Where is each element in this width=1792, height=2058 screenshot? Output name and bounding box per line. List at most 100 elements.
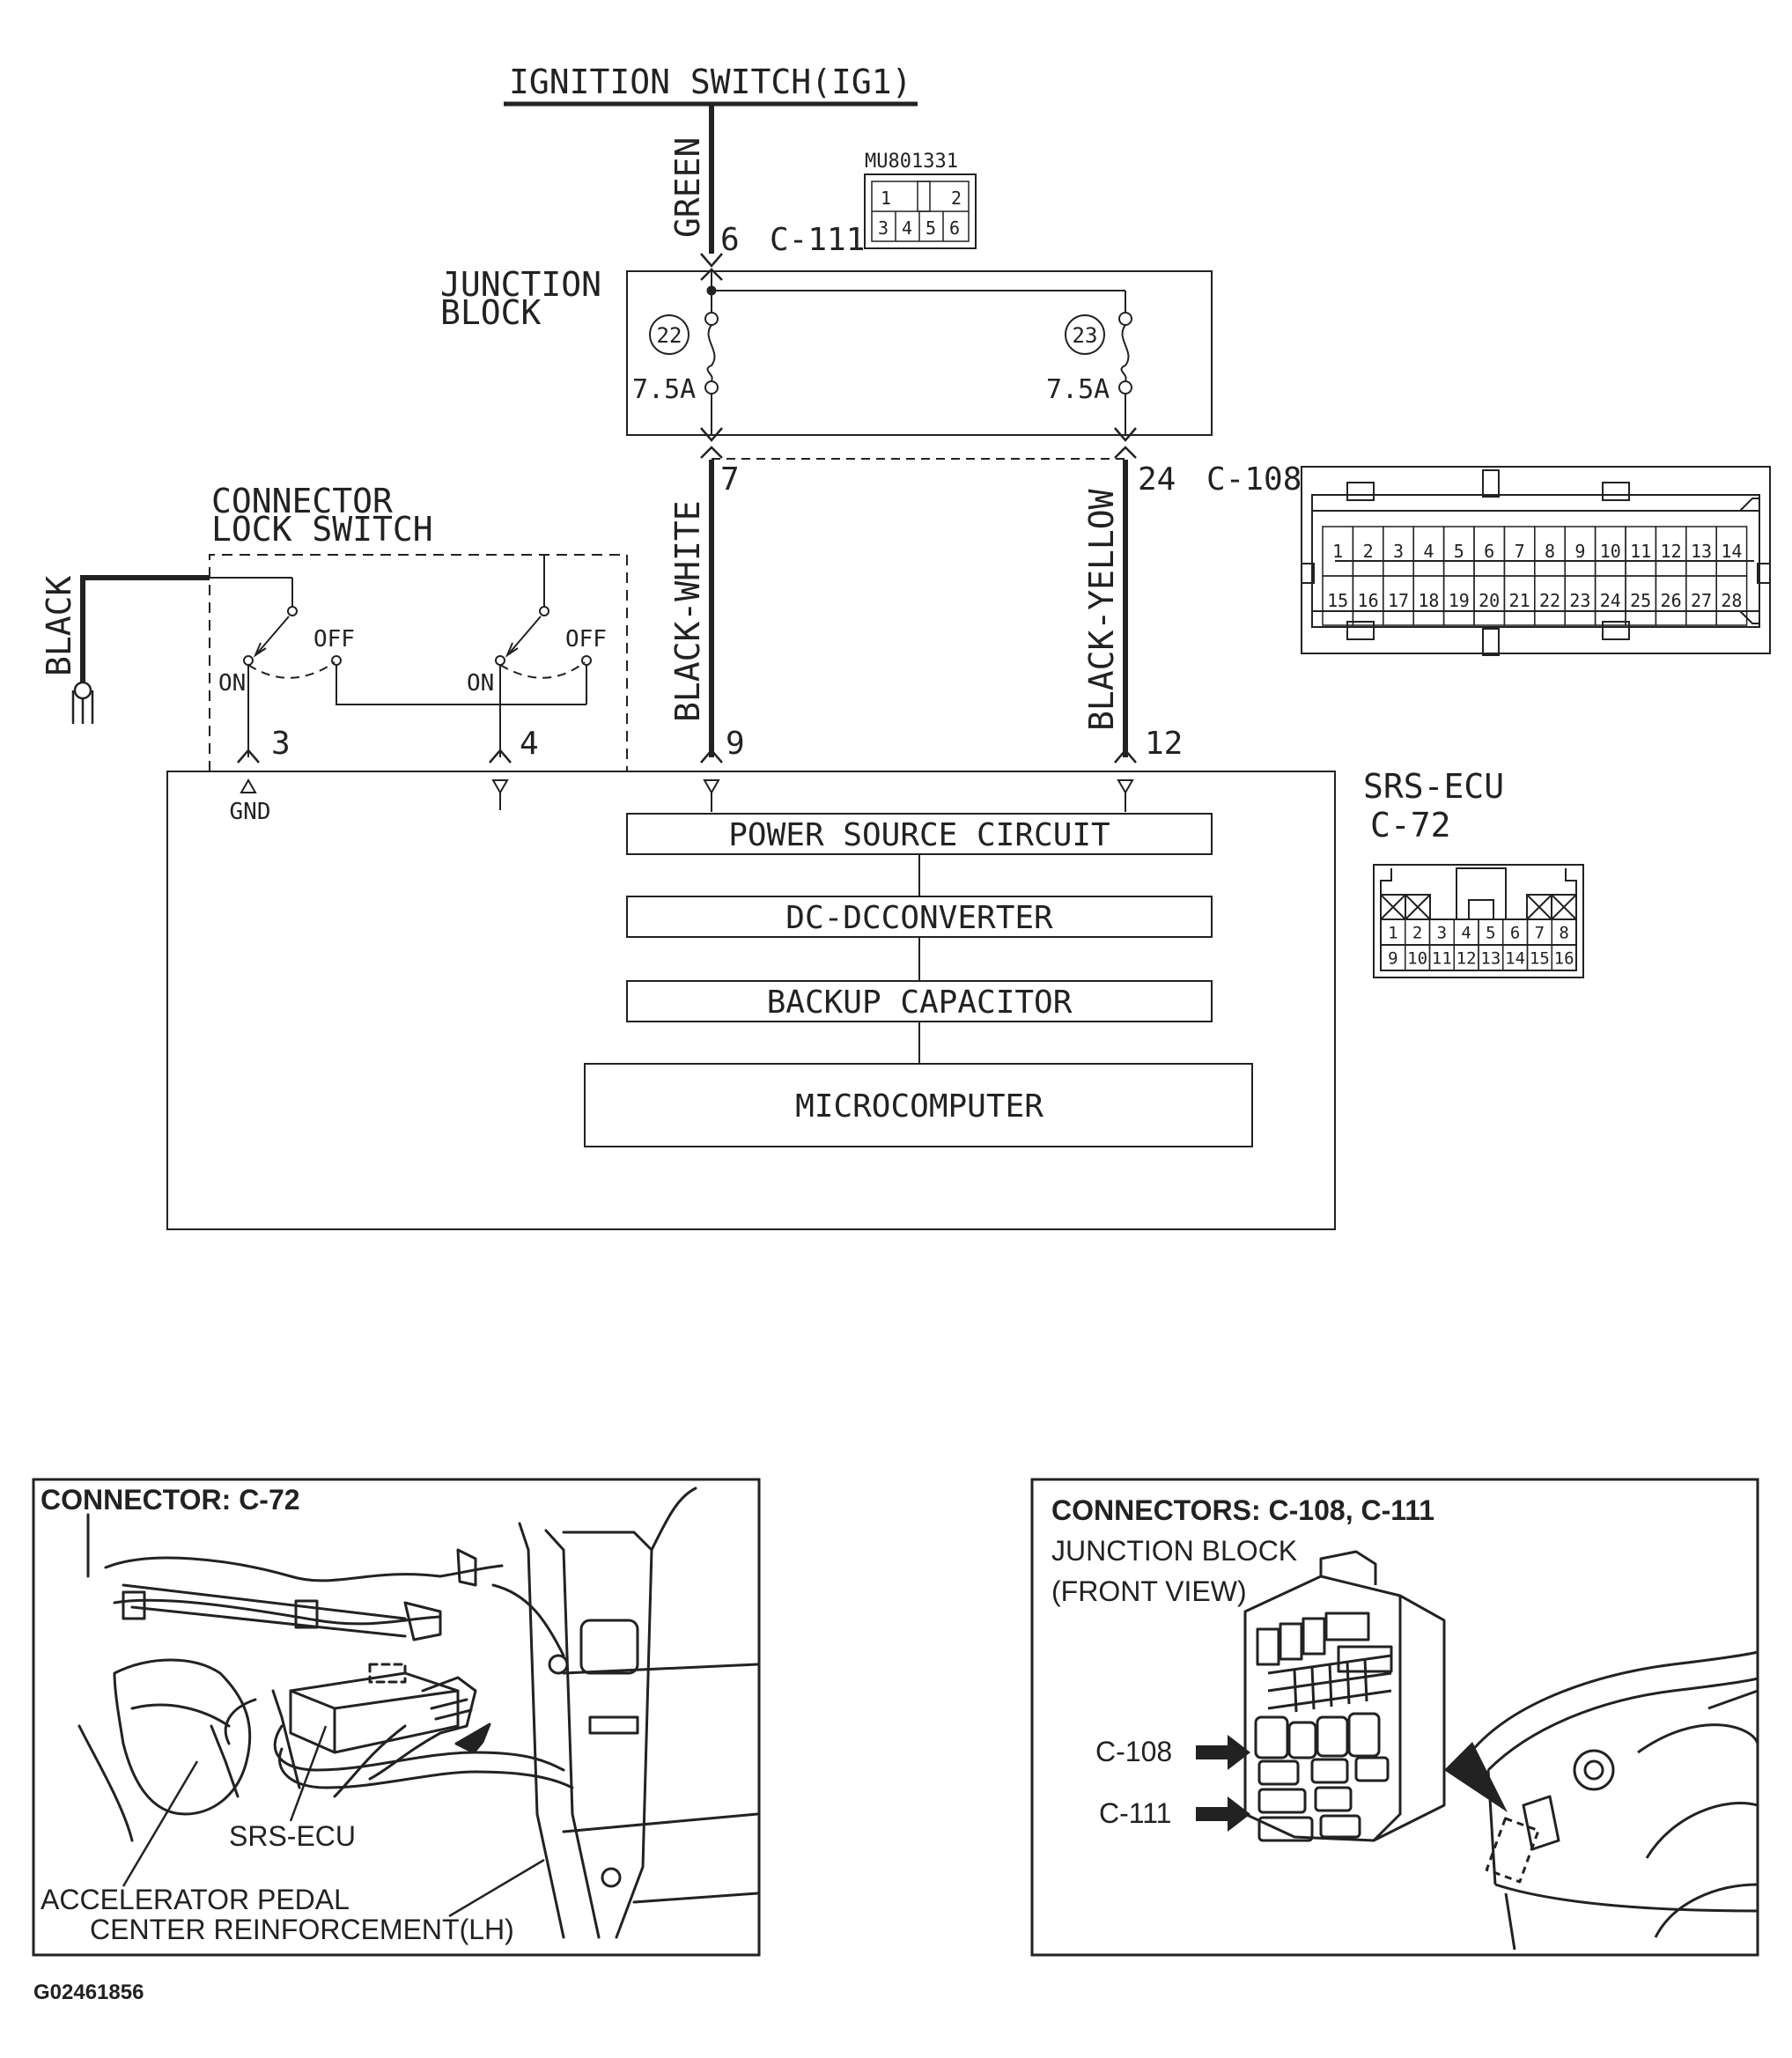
lock-switch-contact-2: [495, 555, 592, 757]
c108-pin-27: 27: [1691, 590, 1712, 611]
c108-pin-24-chevron: [1114, 446, 1137, 459]
switch-2-on: ON: [467, 670, 494, 697]
c72-pin-16: 16: [1554, 948, 1574, 968]
c72-pin-4-chevron: [489, 749, 512, 763]
c72-pin-5: 5: [1486, 923, 1495, 942]
c111-id: C-111: [770, 222, 865, 258]
microcomputer-label: MICROCOMPUTER: [795, 1088, 1043, 1125]
c72-pin-12: 12: [1456, 948, 1477, 968]
junction-block-illustration: [1243, 1550, 1759, 1951]
c72-pin-13: 13: [1480, 948, 1501, 968]
switch-2-off: OFF: [565, 626, 607, 653]
pin-12-input-triangle: [1117, 779, 1134, 795]
power-source-label: POWER SOURCE CIRCUIT: [728, 817, 1110, 853]
c108-pin-17: 17: [1388, 590, 1409, 611]
inset-c72-title: CONNECTOR: C-72: [41, 1484, 300, 1516]
c111-pin-number: 6: [720, 222, 740, 258]
fuse-23-badge: 23: [1065, 314, 1105, 355]
srs-ecu-label: SRS-ECU: [1363, 767, 1504, 806]
lock-switch-label-line1: CONNECTOR: [211, 482, 393, 520]
c108-pin-16: 16: [1358, 590, 1379, 611]
c72-pin-2: 2: [1412, 923, 1422, 942]
c108-pin-24: 24: [1600, 590, 1621, 611]
lock-switch-label-line2: LOCK SWITCH: [211, 510, 433, 549]
c72-pin-9: 9: [726, 726, 745, 762]
c108-pin-21: 21: [1509, 590, 1530, 611]
c111-pointer-arrow: [1196, 1796, 1250, 1832]
junction-block-box: [626, 270, 1213, 436]
green-wire-label: GREEN: [668, 137, 707, 238]
c108-pin-3: 3: [1393, 541, 1404, 562]
c108-connector-face: [1301, 466, 1771, 656]
fuse-23-rating: 7.5A: [1046, 374, 1110, 405]
gnd-triangle: [240, 778, 257, 793]
switch-1-on: ON: [218, 670, 246, 697]
inset-c72-pedal-label: ACCELERATOR PEDAL: [41, 1884, 350, 1915]
inset-c108-subtitle-line2: (FRONT VIEW): [1051, 1575, 1247, 1607]
c108-pin-19: 19: [1449, 590, 1470, 611]
c72-pin-15: 15: [1530, 948, 1550, 968]
black-ground-wire: [80, 575, 210, 683]
c108-pin-23: 23: [1569, 590, 1590, 611]
c108-pin-13: 13: [1691, 541, 1712, 562]
c111-pin-chevron: [700, 253, 723, 268]
c108-pin-11: 11: [1630, 541, 1651, 562]
svg-text:22: 22: [657, 323, 682, 348]
c108-pin-14: 14: [1721, 541, 1742, 562]
c108-pin-10: 10: [1600, 541, 1621, 562]
c72-pin-7: 7: [1535, 923, 1545, 942]
c111-pin-5: 5: [925, 218, 936, 239]
c108-pin-4: 4: [1423, 541, 1434, 562]
c111-part-number: MU801331: [865, 151, 958, 173]
c108-pointer-arrow: [1196, 1735, 1250, 1770]
c72-pin-8: 8: [1559, 923, 1568, 942]
c108-pin-2: 2: [1363, 541, 1374, 562]
c108-pin-6: 6: [1484, 541, 1494, 562]
inset-c108-subtitle-line1: JUNCTION BLOCK: [1051, 1535, 1297, 1567]
c72-pin-9-chevron: [700, 749, 723, 763]
c72-pin-3-chevron: [237, 749, 260, 763]
dcdc-label: DC-DCCONVERTER: [785, 900, 1053, 936]
c72-pin-6: 6: [1510, 923, 1520, 942]
pin-4-input-triangle: [491, 779, 509, 795]
c111-pin-4: 4: [902, 218, 912, 239]
c72-pin-3: 3: [271, 726, 291, 762]
c72-pin-14: 14: [1505, 948, 1525, 968]
inset-c108-title: CONNECTORS: C-108, C-111: [1051, 1494, 1434, 1526]
figure-id: G02461856: [33, 1981, 144, 2004]
c108-pin-18: 18: [1418, 590, 1439, 611]
c108-pin-28: 28: [1721, 590, 1742, 611]
c108-pin-26: 26: [1661, 590, 1682, 611]
c72-location-illustration: [77, 1486, 759, 1939]
c108-pin-7-chevron: [700, 446, 723, 459]
c72-pin-12: 12: [1145, 726, 1183, 762]
gnd-label: GND: [230, 799, 271, 825]
c111-pin-6: 6: [949, 218, 960, 239]
c108-pin-22: 22: [1539, 590, 1560, 611]
c72-cell: [1551, 944, 1577, 971]
c72-pin-1: 1: [1388, 923, 1397, 942]
junction-location-pointer: [1444, 1742, 1508, 1812]
c108-pin-25: 25: [1630, 590, 1651, 611]
c72-pin-10: 10: [1407, 948, 1427, 968]
c108-cell: [1715, 575, 1748, 626]
fuse-22-badge: 22: [649, 314, 690, 355]
leader-pedal: [122, 1760, 199, 1887]
ignition-switch-label: IGNITION SWITCH(IG1): [509, 63, 912, 101]
black-yellow-wire-label: BLACK-YELLOW: [1082, 489, 1121, 731]
inset-c111-label: C-111: [1099, 1797, 1171, 1829]
microcomputer-block: [584, 1063, 1253, 1147]
junction-out-chevron-a: [700, 427, 723, 442]
pin-9-input-triangle: [703, 779, 720, 795]
c111-pin-1: 1: [881, 188, 891, 209]
c72-pin-4: 4: [520, 726, 539, 762]
srs-ecu-box: [166, 771, 1336, 1230]
leader-ecu: [289, 1725, 328, 1822]
c108-pin-7: 7: [720, 461, 740, 498]
leader-reinforcement: [448, 1858, 545, 1918]
c108-pin-15: 15: [1327, 590, 1348, 611]
c108-pin-9: 9: [1574, 541, 1585, 562]
black-white-wire-label: BLACK-WHITE: [668, 500, 707, 722]
